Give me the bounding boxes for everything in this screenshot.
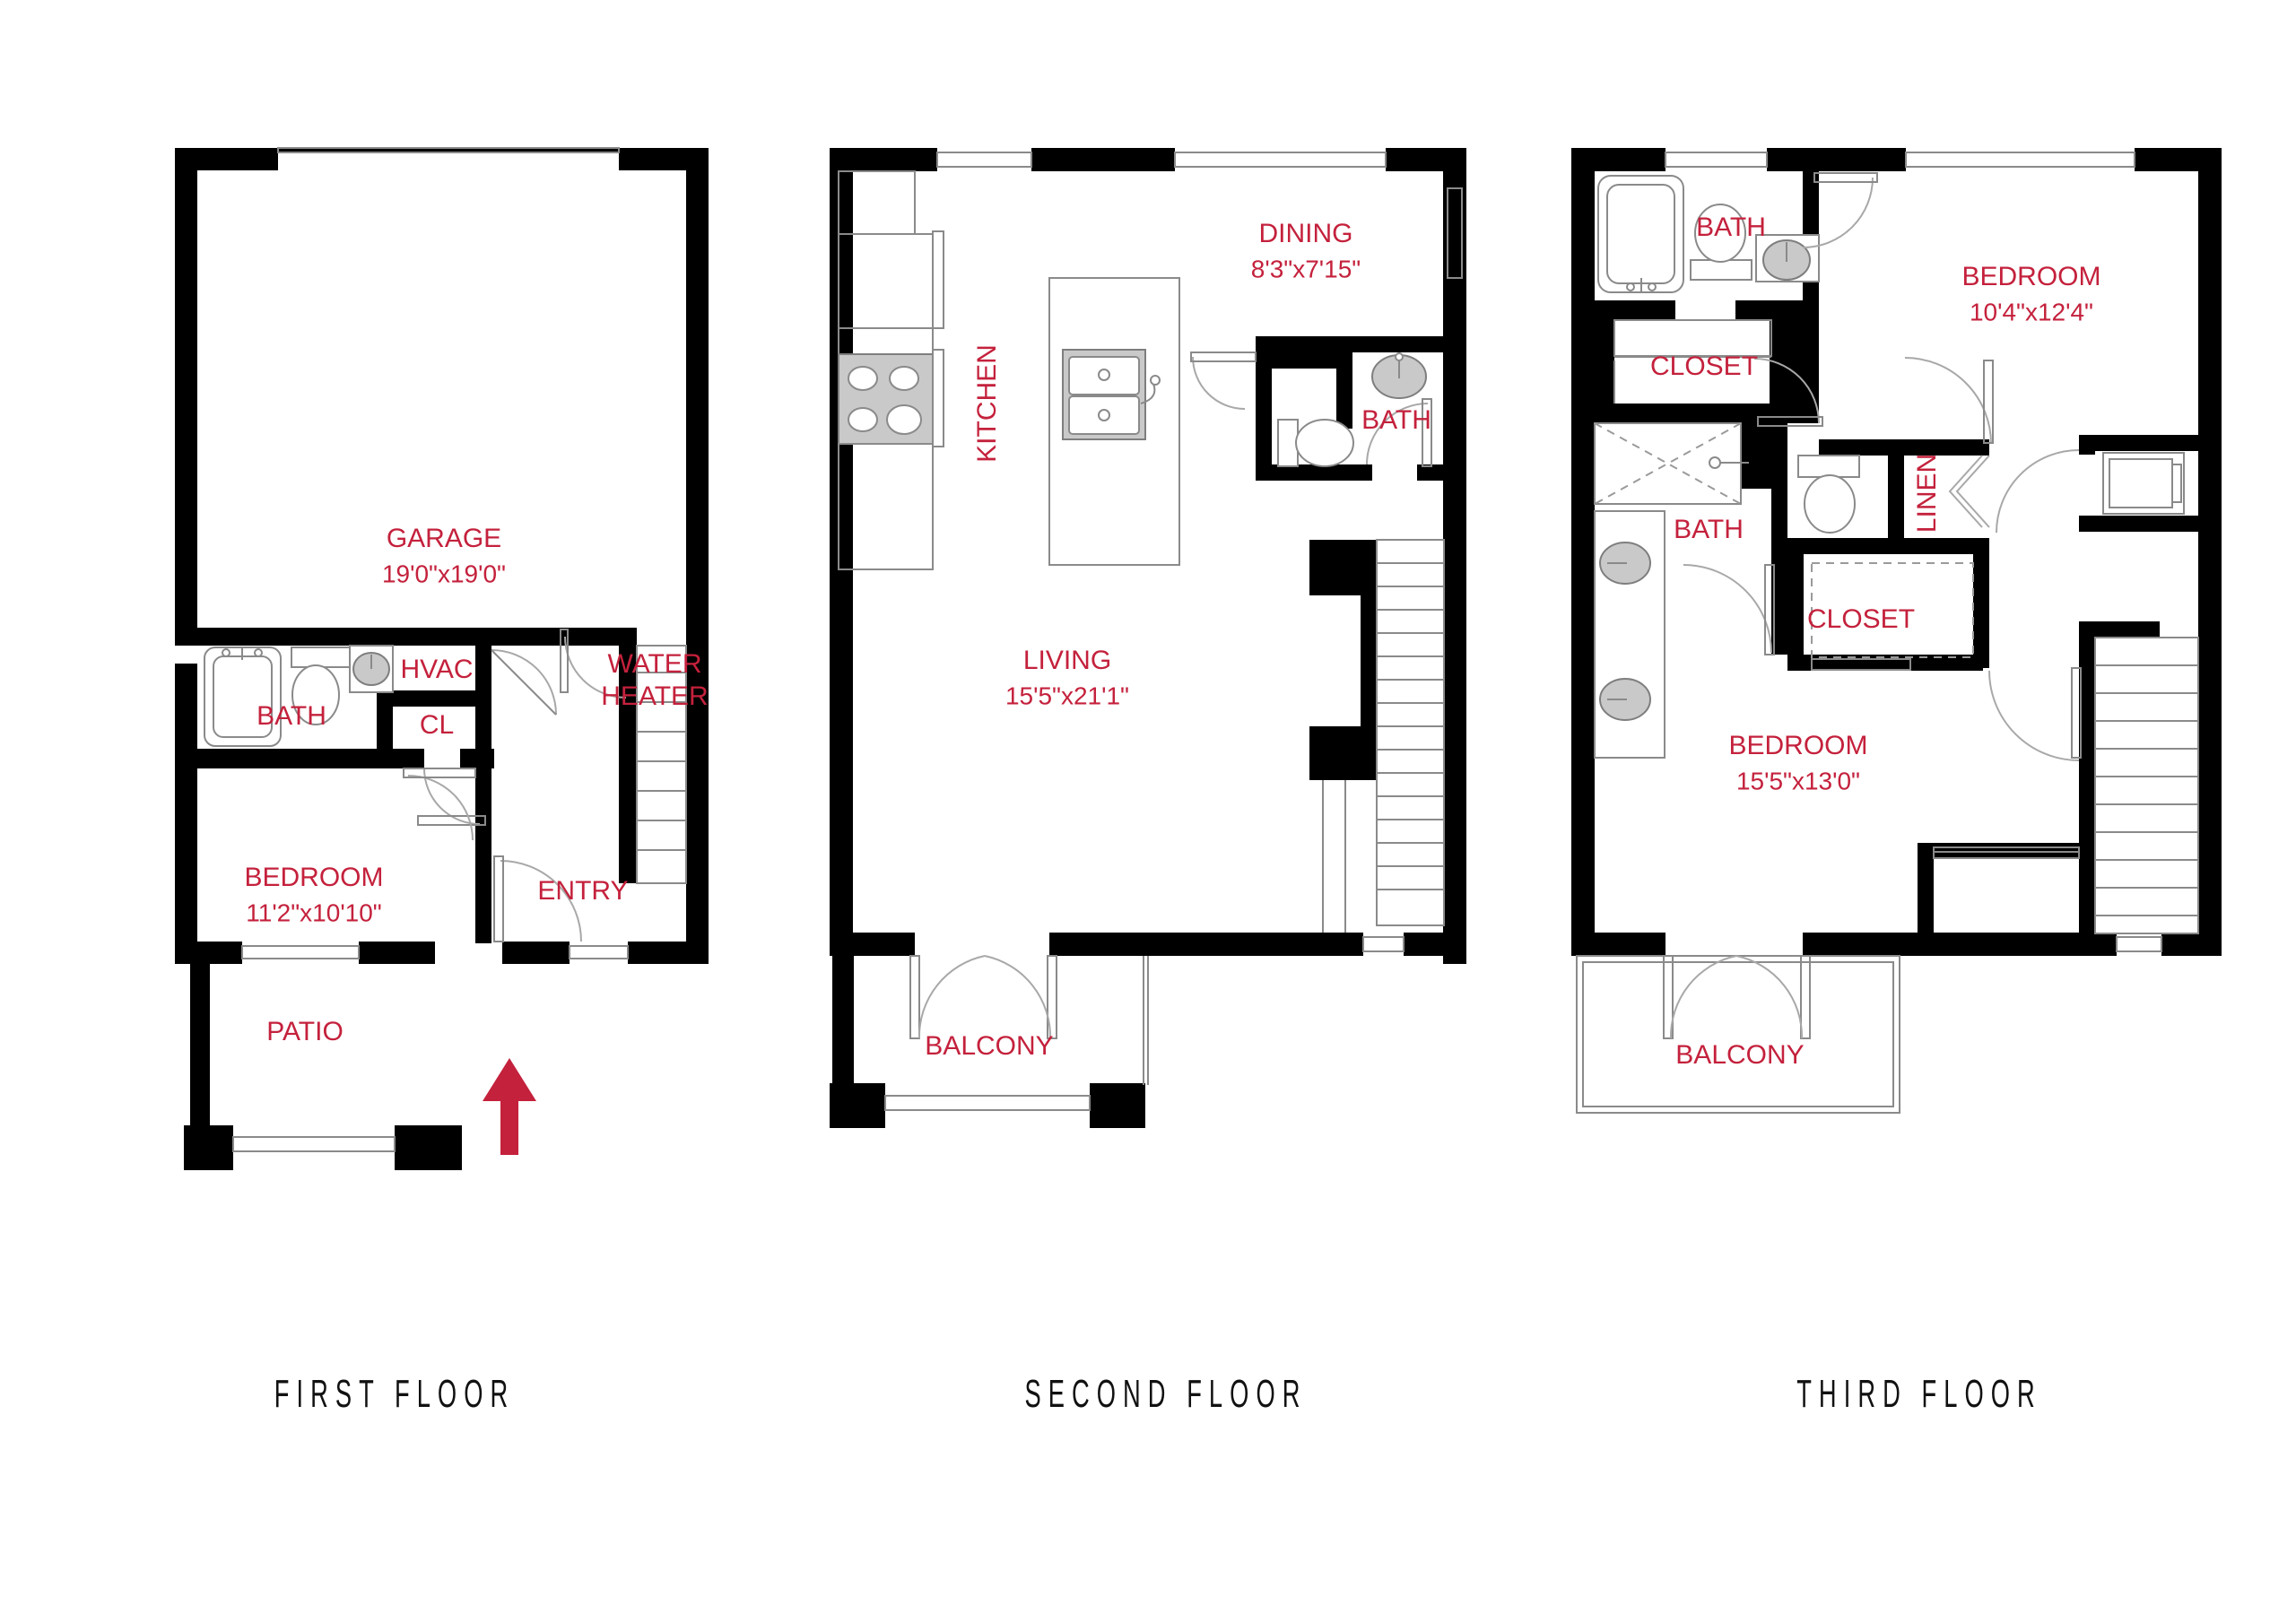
room-label-closet-top: CLOSET (1650, 352, 1758, 381)
toilet-icon (1277, 419, 1354, 467)
room-dim-bedroom-bottom: 15'5"x13'0" (1736, 767, 1860, 794)
first-floor-walls (175, 147, 709, 964)
bath-sink-icon (1371, 352, 1427, 399)
toilet-icon (1690, 204, 1752, 281)
first-floor-stairs (636, 645, 687, 884)
room-label-dining: DINING (1259, 219, 1353, 248)
shower-icon (1594, 422, 1749, 505)
bedroom-closet-shelf (1933, 846, 2080, 859)
room-label-bath: BATH (1361, 405, 1431, 435)
third-floor-doors (1683, 172, 2082, 761)
first-floor-patio-structure (184, 964, 462, 1170)
bathtub-icon (204, 647, 282, 747)
room-label-heater: HEATER (601, 681, 708, 711)
third-floor-drawing: BATH BEDROOM 10'4"x12'4" CLOSET BATH LIN… (1571, 148, 2222, 1134)
first-floor-drawing: GARAGE 19'0"x19'0" BATH HVAC CL WATER HE… (175, 147, 709, 1170)
room-dim-garage: 19'0"x19'0" (382, 560, 506, 587)
room-label-bath: BATH (257, 701, 326, 731)
vanity-sink-icon (1755, 234, 1820, 282)
room-label-balcony: BALCONY (1675, 1040, 1804, 1070)
first-floor-caption: FIRST FLOOR (274, 1372, 516, 1416)
room-label-bath-mid: BATH (1674, 515, 1744, 544)
closet-shelf-top (1613, 319, 1772, 404)
kitchen-counter-lower (838, 443, 934, 570)
room-label-entry: ENTRY (537, 876, 628, 906)
second-floor-stairs (1322, 539, 1445, 933)
third-floor-stairs (2094, 637, 2199, 934)
first-floor-plan: GARAGE 19'0"x19'0" BATH HVAC CL WATER HE… (0, 0, 789, 1623)
room-label-bedroom: BEDROOM (244, 863, 383, 892)
room-label-bedroom-top: BEDROOM (1961, 262, 2100, 291)
room-label-patio: PATIO (266, 1017, 344, 1046)
room-dim-bedroom: 11'2"x10'10" (246, 898, 382, 926)
double-vanity-icon (1594, 510, 1665, 759)
third-floor-plan: BATH BEDROOM 10'4"x12'4" CLOSET BATH LIN… (1543, 0, 2296, 1623)
room-label-bath-top: BATH (1696, 213, 1766, 242)
bath-sink-icon (349, 645, 394, 693)
cooktop-icon (838, 349, 944, 447)
third-floor-caption: THIRD FLOOR (1796, 1372, 2042, 1416)
room-label-water: WATER (608, 649, 702, 679)
toilet-icon-mid (1797, 455, 1860, 534)
second-floor-plan: KITCHEN DINING 8'3"x7'15" BATH LIVING 15… (789, 0, 1543, 1623)
kitchen-island (1048, 277, 1180, 566)
room-label-closet: CL (420, 710, 454, 740)
second-floor-caption: SECOND FLOOR (1024, 1372, 1308, 1416)
bathtub-icon (1597, 175, 1684, 293)
room-label-linen: LINEN (1912, 454, 1942, 533)
room-label-hvac: HVAC (400, 655, 473, 684)
second-floor-drawing: KITCHEN DINING 8'3"x7'15" BATH LIVING 15… (830, 148, 1466, 1134)
second-floor-doors (1190, 352, 1432, 467)
north-arrow-icon (483, 1058, 536, 1155)
room-label-kitchen: KITCHEN (972, 344, 1002, 463)
closet-mid-shelf (1811, 562, 1974, 671)
sink-icon (1062, 349, 1161, 440)
first-floor-doors (403, 629, 627, 942)
room-dim-dining: 8'3"x7'15" (1251, 255, 1361, 282)
second-floor-walls (830, 148, 1466, 964)
washer-dryer-icon (2102, 452, 2185, 515)
room-dim-living: 15'5"x21'1" (1005, 681, 1129, 709)
room-dim-bedroom-top: 10'4"x12'4" (1970, 298, 2093, 325)
second-floor-interior-walls (1256, 336, 1443, 780)
third-floor-walls (1571, 148, 2222, 956)
toilet-icon (291, 647, 353, 725)
third-floor-balcony-structure (1576, 955, 1900, 1114)
room-label-bedroom-bottom: BEDROOM (1728, 731, 1867, 760)
room-label-garage: GARAGE (387, 524, 501, 553)
room-label-balcony: BALCONY (925, 1031, 1053, 1061)
room-label-living: LIVING (1023, 646, 1111, 675)
room-label-closet-mid: CLOSET (1807, 604, 1915, 634)
second-floor-balcony-structure (830, 955, 1149, 1128)
